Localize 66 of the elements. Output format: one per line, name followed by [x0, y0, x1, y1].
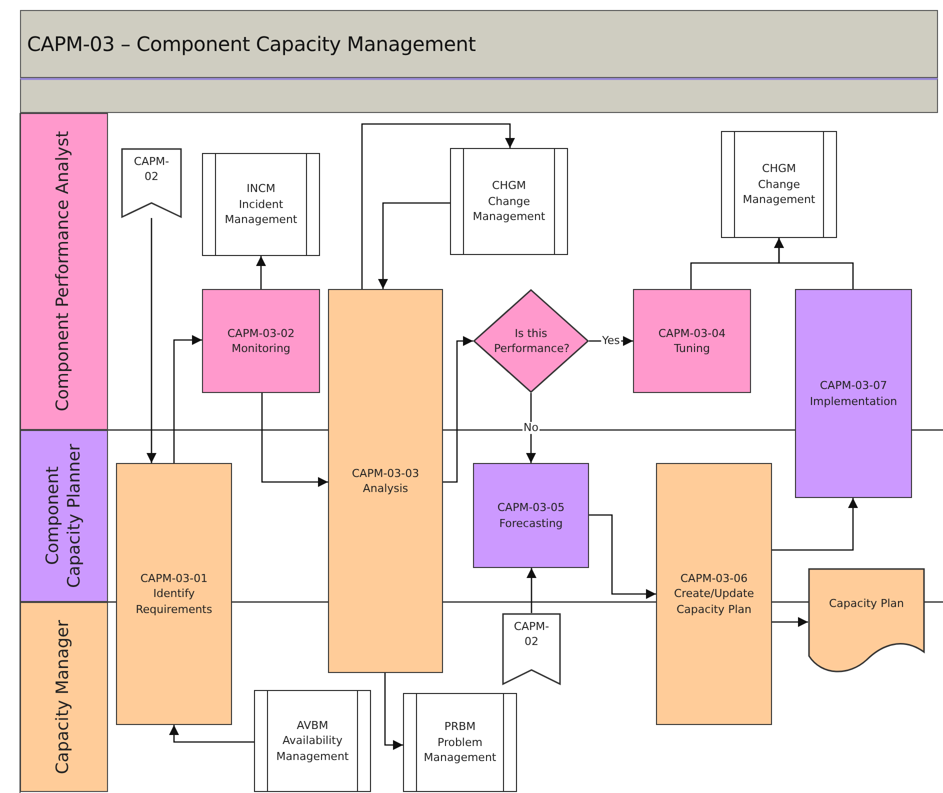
step-label: Identify Requirements	[134, 586, 214, 618]
swimlane-header	[20, 113, 108, 430]
reference-label: CAPM- 02	[512, 619, 550, 650]
arrow	[526, 393, 536, 463]
process-label: Incident Management	[224, 196, 298, 228]
step-label: Create/Update Capacity Plan	[672, 586, 756, 618]
step-code: CAPM-03-01	[140, 570, 208, 586]
process-code: CHGM	[762, 161, 796, 177]
subprocess-box	[450, 148, 568, 255]
process-box	[328, 289, 443, 673]
document-label: Capacity Plan	[829, 596, 904, 612]
step-label: Analysis	[362, 481, 408, 496]
process-box	[473, 463, 589, 568]
process-box	[202, 289, 320, 393]
arrow	[772, 617, 808, 627]
arrow	[443, 336, 473, 483]
subprocess-box	[403, 693, 517, 792]
subprocess-box	[254, 690, 371, 792]
lane-title: Component Performance Analyst	[53, 131, 74, 412]
arrow	[173, 335, 202, 463]
process-code: CHGM	[492, 178, 526, 194]
process-box	[656, 463, 772, 725]
swimlane-header	[20, 430, 108, 602]
step-code: CAPM-03-07	[820, 378, 888, 394]
swimlane-header	[20, 602, 108, 792]
step-code: CAPM-03-05	[497, 500, 565, 516]
reference-label: CAPM- 02	[132, 154, 170, 185]
arrow	[169, 725, 254, 743]
arrow	[361, 123, 515, 289]
process-box	[116, 463, 232, 725]
arrow	[384, 673, 403, 750]
step-label: Monitoring	[232, 341, 290, 356]
lane-title: Capacity Manager	[53, 620, 74, 774]
process-label: Problem Management	[422, 734, 498, 766]
process-label: Change Management	[742, 176, 816, 208]
arrow	[256, 256, 266, 289]
edge-label: Yes	[601, 334, 621, 348]
decision-label: Is this Performance?	[494, 326, 568, 356]
process-code: INCM	[246, 181, 276, 197]
step-label: Implementation	[810, 394, 898, 409]
off-page-connector	[502, 613, 561, 685]
lane-title: Component Capacity Planner	[42, 442, 85, 590]
process-box	[795, 289, 912, 498]
arrow	[261, 393, 328, 487]
arrow	[589, 514, 656, 599]
arrow	[526, 568, 536, 613]
subprocess-box	[721, 131, 837, 238]
process-box	[633, 289, 751, 393]
step-code: CAPM-03-04	[658, 326, 726, 341]
subprocess-box	[202, 153, 320, 256]
process-code: PRBM	[444, 719, 476, 735]
arrow	[772, 498, 858, 551]
step-label: Forecasting	[499, 516, 563, 531]
edge-label: No	[522, 422, 540, 434]
arrow	[774, 238, 854, 289]
process-label: Change Management	[472, 194, 546, 225]
process-code: AVBM	[296, 718, 328, 734]
diagram-title: CAPM-03 – Component Capacity Management	[20, 10, 938, 78]
step-code: CAPM-03-03	[352, 466, 420, 481]
process-label: Availability Management	[275, 733, 350, 764]
step-code: CAPM-03-02	[227, 326, 295, 341]
decision-diamond	[473, 289, 589, 393]
step-code: CAPM-03-06	[680, 570, 748, 586]
arrow	[378, 202, 450, 289]
step-label: Tuning	[674, 341, 710, 356]
off-page-connector	[121, 148, 182, 218]
